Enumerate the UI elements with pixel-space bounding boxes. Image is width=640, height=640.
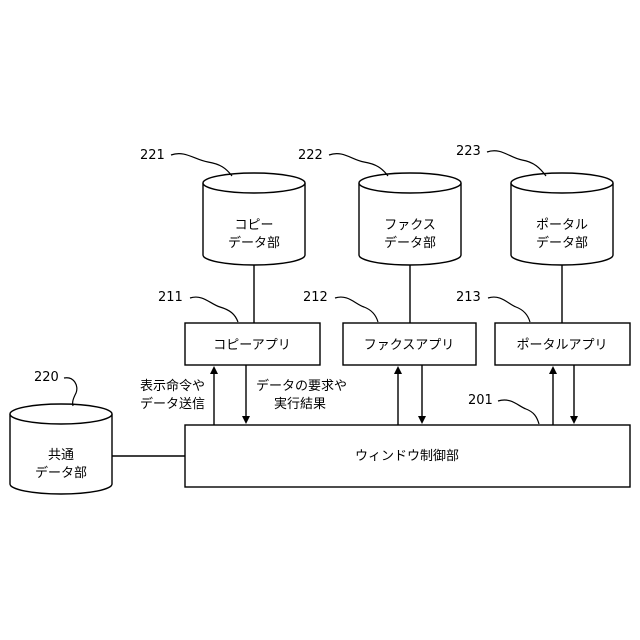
ref-222: 222 [298,148,323,163]
annotation-down-1: データの要求や [256,378,347,394]
leader-201 [498,400,539,424]
common-data-db: 共通 データ部 [10,404,112,494]
ref-211: 211 [158,290,183,305]
common-db-label-1: 共通 [48,448,74,463]
ref-212: 212 [303,290,328,305]
leader-221 [171,154,232,176]
leader-212 [335,297,378,322]
fax-data-db: ファクス データ部 [359,173,461,265]
annotation-up-1: 表示命令や [140,378,205,394]
leader-222 [329,154,388,176]
annotation-up-2: データ送信 [140,396,205,412]
leader-223 [487,151,546,176]
ref-223: 223 [456,144,481,159]
copy-db-label-2: データ部 [228,235,280,251]
portal-db-label-2: データ部 [536,235,588,251]
leader-220 [64,378,77,406]
portal-data-db: ポータル データ部 [511,173,613,265]
fax-app-label: ファクスアプリ [364,338,455,353]
ref-221: 221 [140,148,165,163]
portal-app-label: ポータルアプリ [516,338,607,353]
leader-211 [190,297,238,322]
annotation-down-2: 実行結果 [274,396,326,412]
copy-data-db: コピー データ部 [203,173,305,265]
ref-213: 213 [456,290,481,305]
ref-220: 220 [34,370,59,385]
fax-db-label-1: ファクス [384,218,436,233]
ref-201: 201 [468,393,493,408]
leader-213 [488,297,530,322]
copy-app-label: コピーアプリ [213,338,290,353]
fax-db-label-2: データ部 [384,235,436,251]
copy-db-label-1: コピー [234,218,273,233]
window-control-label: ウィンドウ制御部 [355,449,459,464]
portal-db-label-1: ポータル [536,218,588,233]
common-db-label-2: データ部 [35,465,87,481]
